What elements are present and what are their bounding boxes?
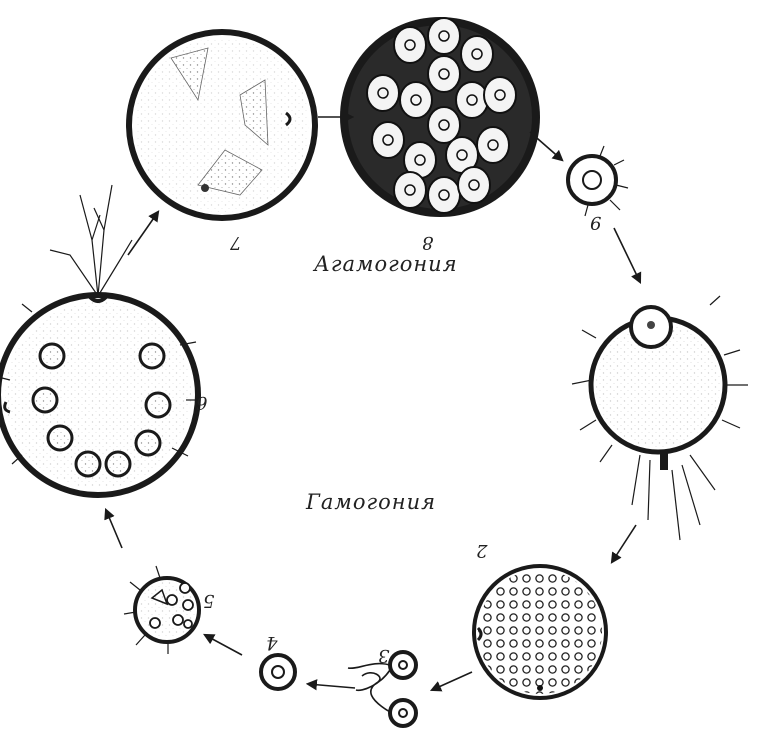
stage-number-4: 4 bbox=[266, 632, 277, 653]
stage-number-6: 6 bbox=[196, 392, 207, 413]
stage-number-8: 8 bbox=[422, 232, 433, 253]
stage-5-cell bbox=[124, 566, 199, 654]
stage-2-cell bbox=[474, 566, 606, 698]
stage-number-2: 2 bbox=[476, 540, 487, 561]
stage-number-7: 7 bbox=[230, 232, 241, 253]
stage-7-cell bbox=[129, 32, 315, 218]
stage-9-cell bbox=[568, 146, 628, 216]
stage-number-9: 9 bbox=[590, 212, 601, 233]
gamogony-label: Гамогония bbox=[306, 490, 436, 514]
stage-1-cell bbox=[572, 296, 748, 540]
stage-4-zygote bbox=[261, 655, 295, 689]
stage-number-5: 5 bbox=[203, 590, 214, 611]
agamogony-label: Агамогония bbox=[314, 252, 458, 276]
stage-number-3: 3 bbox=[378, 645, 389, 666]
stage-6-cell bbox=[0, 185, 200, 495]
stage-8-cell bbox=[340, 17, 540, 217]
